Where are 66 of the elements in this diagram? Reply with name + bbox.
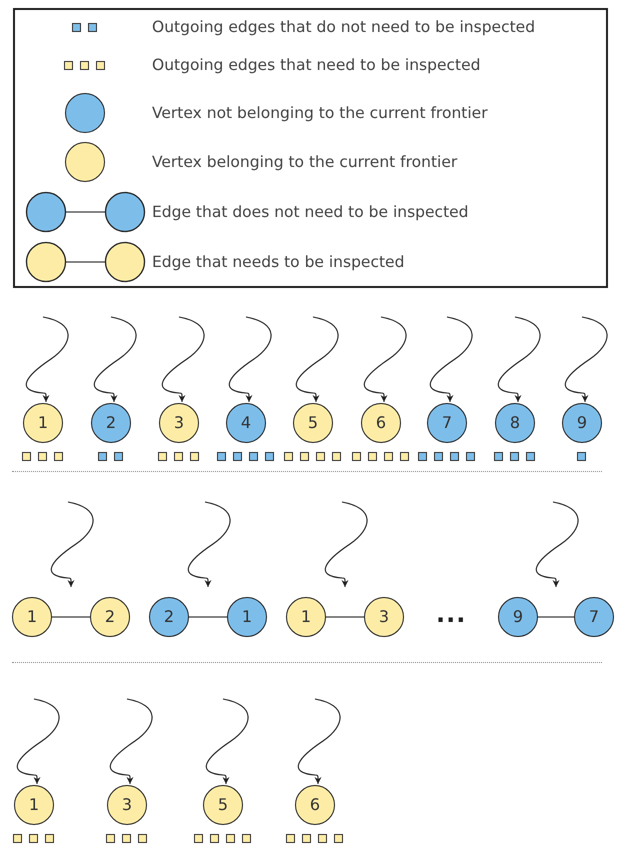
vertex-circle: [286, 597, 326, 637]
vertex-label: 7: [442, 415, 452, 431]
vertex-circle: [498, 597, 538, 637]
vertex-label: 5: [308, 415, 318, 431]
wavy-arrow: [162, 316, 205, 402]
vertex-circle: [293, 403, 333, 443]
vertex-circle: [495, 403, 535, 443]
vertex-label: 6: [376, 415, 386, 431]
edge-line: [189, 616, 227, 618]
vertex-circle: [226, 403, 266, 443]
wavy-arrow: [564, 316, 608, 402]
wavy-arrow: [430, 316, 473, 402]
wavy-arrow: [110, 698, 153, 784]
vertex-circle: [159, 403, 199, 443]
vertex-circle: [12, 597, 52, 637]
vertex-circle: [361, 403, 401, 443]
wavy-arrow: [94, 316, 137, 402]
wavy-arrow: [296, 316, 339, 402]
vertex-circle: [295, 785, 335, 825]
legend-label: Vertex not belonging to the current frontier: [152, 104, 488, 122]
wavy-arrow: [364, 316, 407, 402]
vertex-circle: [227, 597, 267, 637]
vertex-circle: [14, 785, 54, 825]
vertex-circle: [427, 403, 467, 443]
wavy-arrow: [206, 698, 249, 784]
vertex-label: 9: [512, 609, 524, 625]
edge-line: [52, 616, 90, 618]
vertex-circle: [149, 597, 189, 637]
vertex-label: 2: [164, 609, 174, 625]
vertex-label: 1: [300, 609, 312, 625]
vertex-label: 9: [576, 415, 588, 431]
vertex-label: 1: [28, 797, 40, 813]
vertex-label: 1: [38, 415, 48, 431]
vertex-label: 4: [240, 415, 252, 431]
vertex-circle: [203, 785, 243, 825]
vertex-label: 1: [26, 609, 38, 625]
vertex-circle: [91, 403, 131, 443]
edge-line: [326, 616, 364, 618]
wavy-arrow: [16, 698, 60, 784]
legend-label: Outgoing edges that do not need to be inspected: [152, 18, 536, 36]
vertex-circle: [107, 785, 147, 825]
wavy-arrow: [26, 316, 69, 402]
legend-label: Edge that does not need to be inspected: [152, 203, 469, 221]
vertex-label: 6: [310, 797, 320, 813]
wavy-arrow: [298, 698, 341, 784]
vertex-label: 3: [378, 609, 390, 625]
vertex-label: 8: [510, 415, 520, 431]
wavy-arrow: [228, 316, 272, 402]
vertex-label: 2: [106, 415, 116, 431]
vertex-label: 5: [218, 797, 228, 813]
vertex-label: 3: [174, 415, 184, 431]
vertex-circle: [364, 597, 404, 637]
wavy-arrow: [498, 316, 541, 402]
vertex-circle: [562, 403, 602, 443]
vertex-label: 7: [588, 609, 600, 625]
vertex-circle: [574, 597, 614, 637]
legend-label: Vertex belonging to the current frontier: [152, 153, 458, 171]
vertex-circle: [23, 403, 63, 443]
legend-label: Edge that needs to be inspected: [152, 253, 404, 271]
edge-line: [538, 616, 574, 618]
vertex-label: 3: [122, 797, 132, 813]
vertex-label: 2: [104, 609, 116, 625]
vertex-label: 1: [242, 609, 252, 625]
vertex-circle: [90, 597, 130, 637]
legend-label: Outgoing edges that need to be inspected: [152, 56, 480, 74]
ellipsis: ...: [436, 600, 466, 628]
